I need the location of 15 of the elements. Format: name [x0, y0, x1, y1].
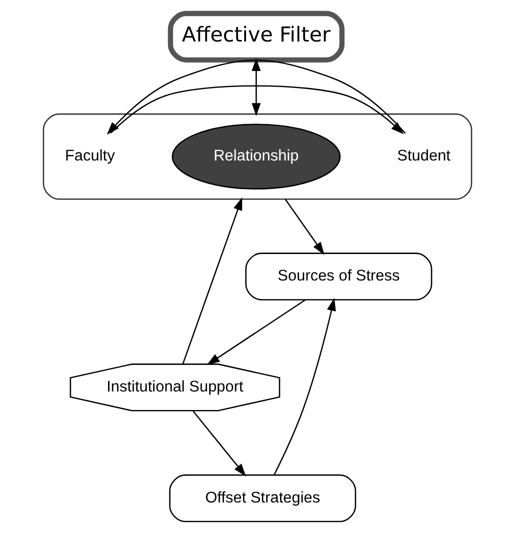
node-box: Offset Strategies — [169, 474, 356, 522]
arrow — [252, 58, 261, 116]
node-text: Faculty — [64, 148, 115, 165]
node-box: Sources of Stress — [245, 252, 432, 300]
node-ellipse: Relationship — [172, 124, 341, 190]
arrow — [273, 298, 336, 476]
cluster — [42, 113, 472, 200]
arrow — [192, 410, 246, 476]
arrow — [110, 85, 404, 134]
node-text: Student — [397, 148, 450, 165]
arrow — [182, 197, 242, 364]
arrow — [206, 299, 306, 366]
node-box: Affective Filter — [168, 10, 345, 62]
arrow — [106, 60, 406, 135]
arrow — [284, 198, 324, 255]
